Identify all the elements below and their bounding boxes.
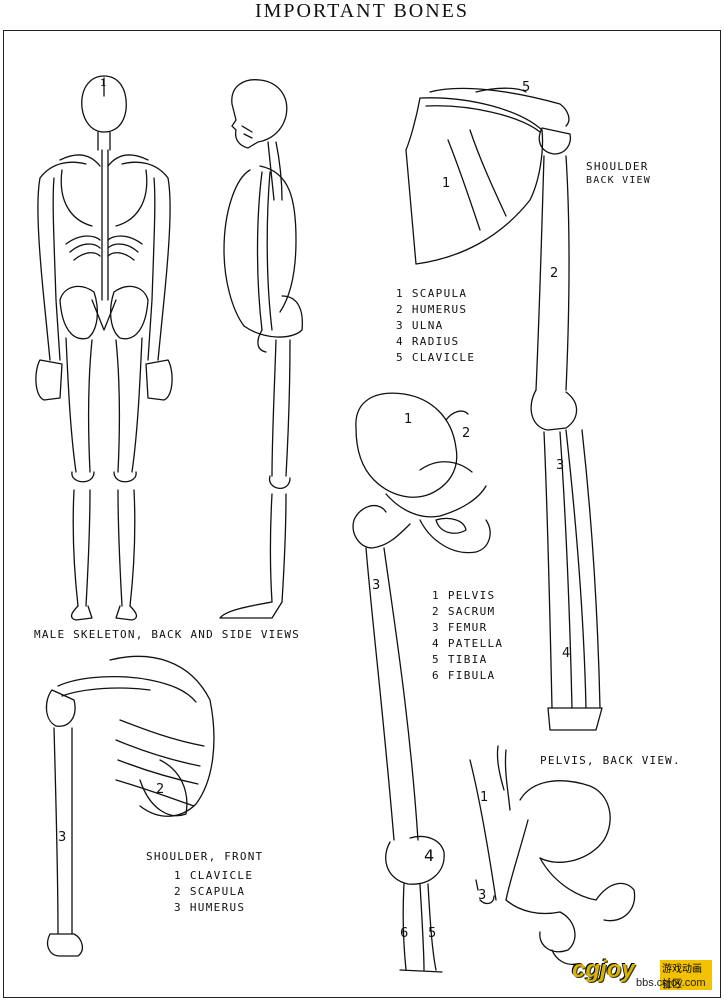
number-arm-radius: 4 — [562, 646, 571, 661]
caption-shoulder-front: SHOULDER, FRONT — [146, 850, 264, 863]
shoulder-front-view — [45, 655, 215, 957]
legend-item: 1 CLAVICLE — [174, 869, 254, 882]
legend-item: 2 HUMERUS — [396, 303, 468, 316]
legend-item: 2 SCAPULA — [174, 885, 246, 898]
legend-item: 5 CLAVICLE — [396, 351, 476, 364]
caption-shoulder-back-line1: SHOULDER — [586, 160, 649, 173]
legend-item: 3 ULNA — [396, 319, 444, 332]
caption-shoulder-back-line2: BACK VIEW — [586, 175, 651, 186]
caption-male-skeleton: MALE SKELETON, BACK AND SIDE VIEWS — [34, 628, 300, 641]
legend-item: 4 PATELLA — [432, 637, 504, 650]
number-fibula: 6 — [400, 926, 409, 941]
number-femur: 3 — [372, 578, 381, 593]
legend-shoulder-back: 1 SCAPULA 2 HUMERUS 3 ULNA 4 RADIUS 5 CL… — [396, 286, 475, 366]
number-arm-humerus: 2 — [550, 266, 559, 281]
legend-shoulder-front: 1 CLAVICLE 2 SCAPULA 3 HUMERUS — [174, 868, 253, 916]
skeleton-back-view — [35, 75, 173, 621]
legend-item: 2 SACRUM — [432, 605, 496, 618]
number-pelvis-back-3: 3 — [478, 888, 487, 903]
number-pelvis-back-1: 1 — [480, 790, 489, 805]
plate-frame — [3, 30, 721, 998]
cgjoy-watermark: cgjoy 游戏动画社区 bbs.cgjoy.com — [572, 956, 712, 992]
number-pelvis: 1 — [404, 412, 413, 427]
legend-item: 3 HUMERUS — [174, 901, 246, 914]
caption-pelvis-back: PELVIS, BACK VIEW. — [540, 754, 681, 767]
watermark-url: bbs.cgjoy.com — [636, 977, 706, 989]
watermark-chinese-text: 游戏动画社区 — [660, 960, 712, 990]
legend-item: 5 TIBIA — [432, 653, 488, 666]
number-front-scapula: 2 — [156, 782, 165, 797]
legend-item: 4 RADIUS — [396, 335, 460, 348]
legend-item: 6 FIBULA — [432, 669, 496, 682]
legend-item: 3 FEMUR — [432, 621, 488, 634]
number-sacrum: 2 — [462, 426, 471, 441]
number-arm-clavicle: 5 — [522, 80, 531, 95]
pelvis-back-view — [469, 745, 636, 966]
arm-back-view — [405, 87, 603, 731]
number-front-humerus: 3 — [58, 830, 67, 845]
number-tibia: 5 — [428, 926, 437, 941]
legend-leg: 1 PELVIS 2 SACRUM 3 FEMUR 4 PATELLA 5 TI… — [432, 588, 503, 684]
number-arm-scapula: 1 — [442, 176, 451, 191]
page-title: IMPORTANT BONES — [254, 0, 470, 22]
number-arm-ulna: 3 — [556, 458, 565, 473]
legend-item: 1 PELVIS — [432, 589, 496, 602]
leg-front-view — [352, 392, 491, 973]
number-skull: 1 — [100, 78, 107, 89]
cgjoy-logo: cgjoy — [572, 956, 635, 983]
legend-item: 1 SCAPULA — [396, 287, 468, 300]
number-patella: 4 — [424, 846, 435, 865]
skeleton-side-view — [219, 79, 304, 619]
